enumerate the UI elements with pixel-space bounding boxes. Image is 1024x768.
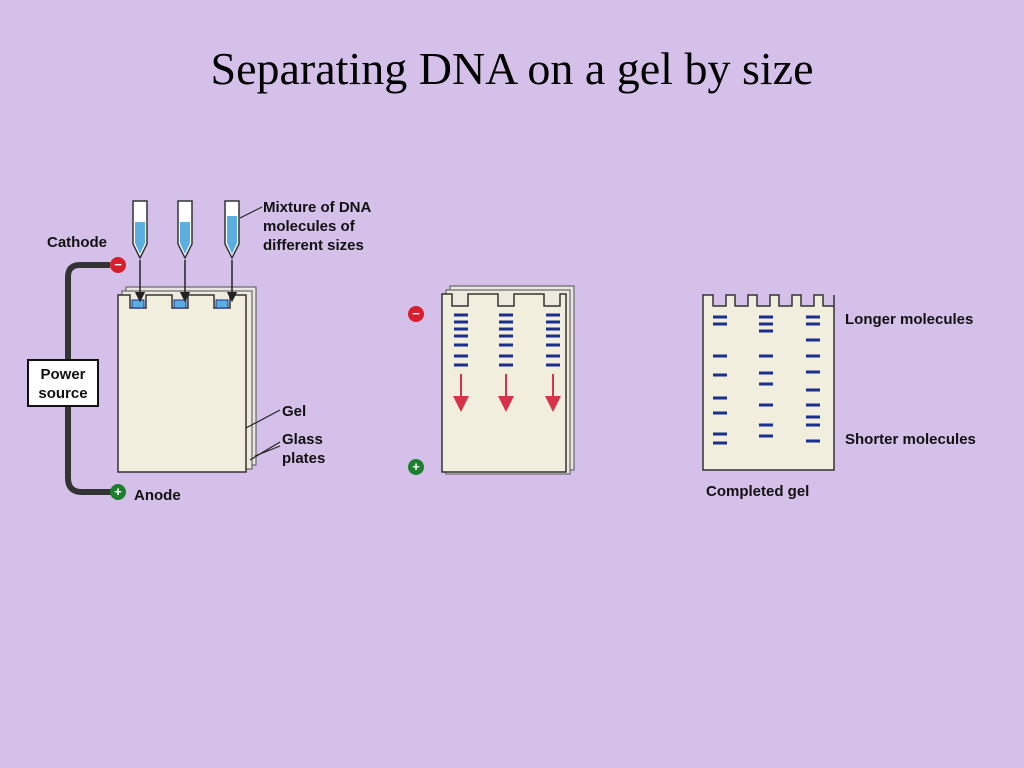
- glass-label-2: plates: [282, 450, 325, 467]
- glass-leader-line: [249, 441, 281, 461]
- loaded-well: [131, 299, 145, 309]
- mixture-leader-line: [239, 206, 263, 219]
- dna-smear-lane-1: [454, 313, 468, 367]
- anode-sign: +: [114, 484, 122, 499]
- gel-label: Gel: [282, 403, 306, 420]
- panel-completed-gel: Longer molecules Shorter molecules Compl…: [702, 294, 976, 500]
- completed-gel-label: Completed gel: [706, 483, 809, 500]
- positive-electrode-icon: [408, 459, 424, 475]
- power-source-label-2: source: [38, 385, 87, 402]
- glass-label-1: Glass: [282, 431, 323, 448]
- cathode-sign: −: [114, 257, 122, 272]
- positive-electrode-icon: [110, 484, 126, 500]
- dna-bands-lane-1: [713, 315, 727, 445]
- cathode-label: Cathode: [47, 234, 107, 251]
- slide-title: Separating DNA on a gel by size: [210, 43, 814, 94]
- gel-leader-line: [245, 409, 281, 429]
- dna-bands-lane-3: [806, 315, 820, 443]
- dna-smear-lane-2: [499, 313, 513, 367]
- panel-loading-gel: Power source Cathode − + Anode: [27, 199, 372, 504]
- mixture-label-2: molecules of: [263, 218, 356, 235]
- gel-slab: [117, 294, 247, 473]
- dna-smear-lane-3: [546, 313, 560, 367]
- micropipette-tube-icon: [132, 200, 148, 303]
- micropipette-tube-icon: [224, 200, 240, 303]
- mixture-label-1: Mixture of DNA: [263, 199, 372, 216]
- power-source-box: [27, 359, 99, 407]
- power-source-label-1: Power: [40, 366, 85, 383]
- dna-bands-lane-2: [759, 315, 773, 438]
- loaded-well: [173, 299, 187, 309]
- negative-electrode-icon: [408, 306, 424, 322]
- shorter-molecules-label: Shorter molecules: [845, 431, 976, 448]
- gel-slab: [441, 293, 567, 473]
- loaded-well: [215, 299, 229, 309]
- glass-leader-line: [254, 445, 281, 457]
- panel-running-gel: − +: [408, 285, 575, 475]
- mixture-label-3: different sizes: [263, 237, 364, 254]
- longer-molecules-label: Longer molecules: [845, 311, 973, 328]
- anode-label: Anode: [134, 487, 181, 504]
- negative-electrode-icon: [110, 257, 126, 273]
- panel2-negative-sign: −: [412, 306, 420, 321]
- panel2-positive-sign: +: [412, 459, 420, 474]
- micropipette-tube-icon: [177, 200, 193, 303]
